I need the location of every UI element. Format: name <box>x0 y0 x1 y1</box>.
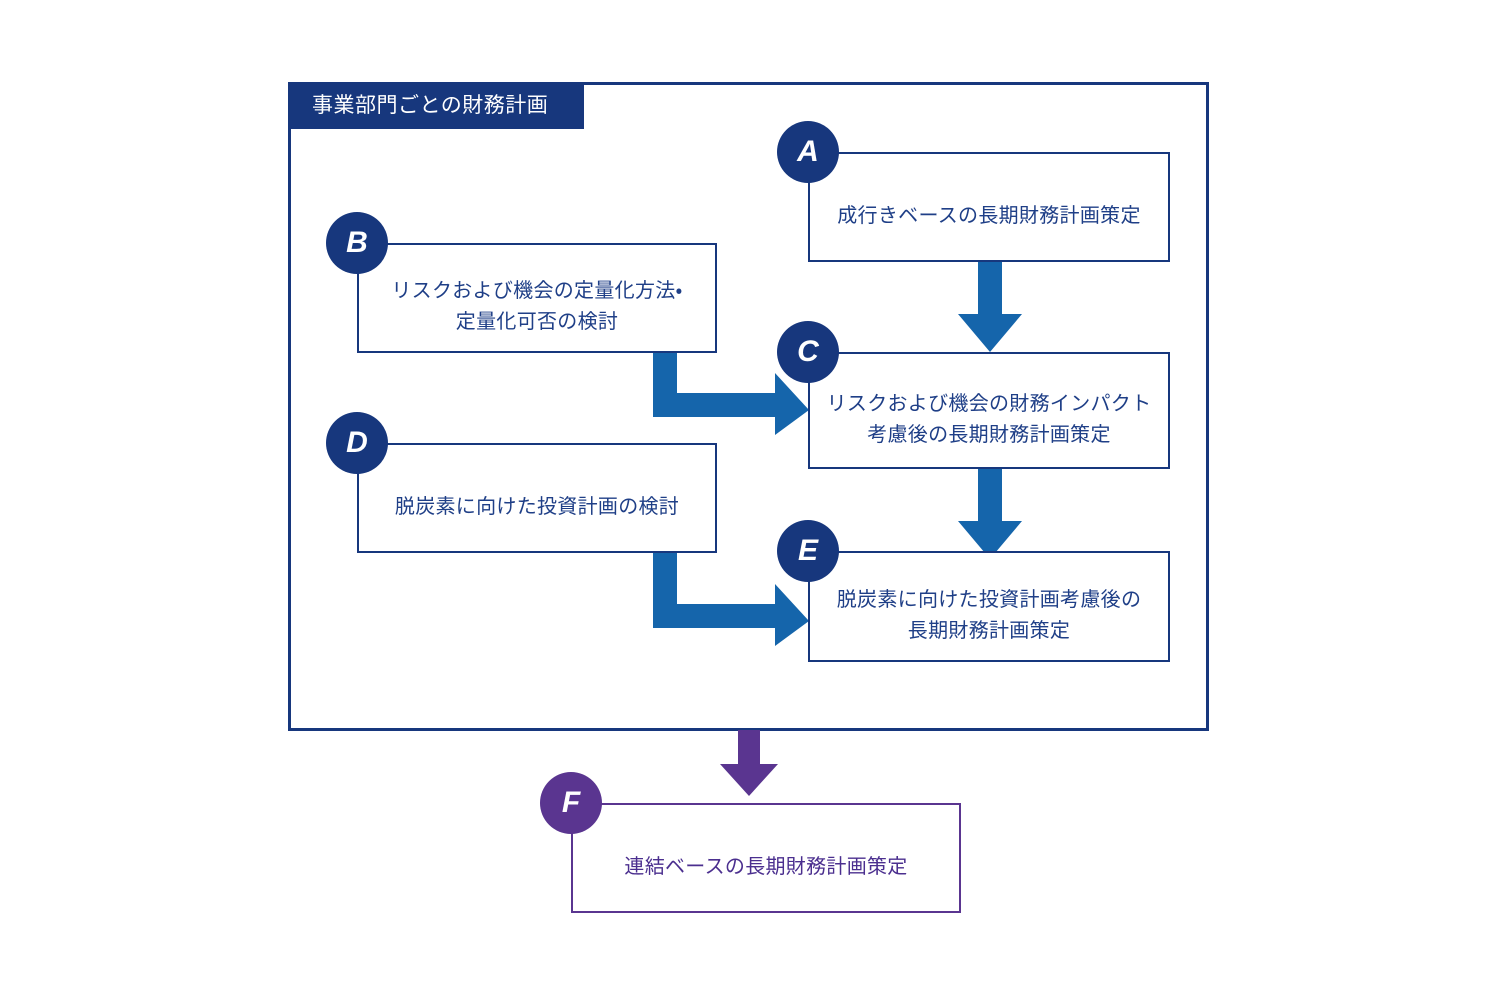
process-box-d[interactable]: 脱炭素に向けた投資計画の検討 <box>357 443 717 553</box>
badge-c: C <box>777 321 839 383</box>
process-box-c-label: リスクおよび機会の財務インパクト 考慮後の長期財務計画策定 <box>826 392 1152 446</box>
arrow-group-to-f <box>720 730 778 796</box>
process-box-b-label: リスクおよび機会の定量化方法・ 定量化可否の検討 <box>391 280 683 333</box>
process-box-e[interactable]: 脱炭素に向けた投資計画考慮後の 長期財務計画策定 <box>808 551 1170 662</box>
group-title-label: 事業部門ごとの財務計画 <box>288 82 584 129</box>
badge-a-letter: A <box>797 135 819 168</box>
process-box-a[interactable]: 成行きベースの長期財務計画策定 <box>808 152 1170 262</box>
process-box-a-label: 成行きベースの長期財務計画策定 <box>837 204 1141 227</box>
badge-f: F <box>540 772 602 834</box>
process-box-e-label: 脱炭素に向けた投資計画考慮後の 長期財務計画策定 <box>836 588 1142 642</box>
badge-c-letter: C <box>797 335 819 368</box>
badge-e: E <box>777 520 839 582</box>
process-box-d-label: 脱炭素に向けた投資計画の検討 <box>394 495 680 518</box>
process-box-b[interactable]: リスクおよび機会の定量化方法・ 定量化可否の検討 <box>357 243 717 353</box>
badge-f-letter: F <box>561 786 581 819</box>
process-box-c[interactable]: リスクおよび機会の財務インパクト 考慮後の長期財務計画策定 <box>808 352 1170 469</box>
badge-b-letter: B <box>346 226 368 259</box>
badge-b: B <box>326 212 388 274</box>
badge-e-letter: E <box>797 534 818 567</box>
process-box-f-label: 連結ベースの長期財務計画策定 <box>624 855 908 878</box>
badge-a: A <box>777 121 839 183</box>
badge-d: D <box>326 412 388 474</box>
badge-d-letter: D <box>346 426 368 459</box>
process-box-f[interactable]: 連結ベースの長期財務計画策定 <box>571 803 961 913</box>
